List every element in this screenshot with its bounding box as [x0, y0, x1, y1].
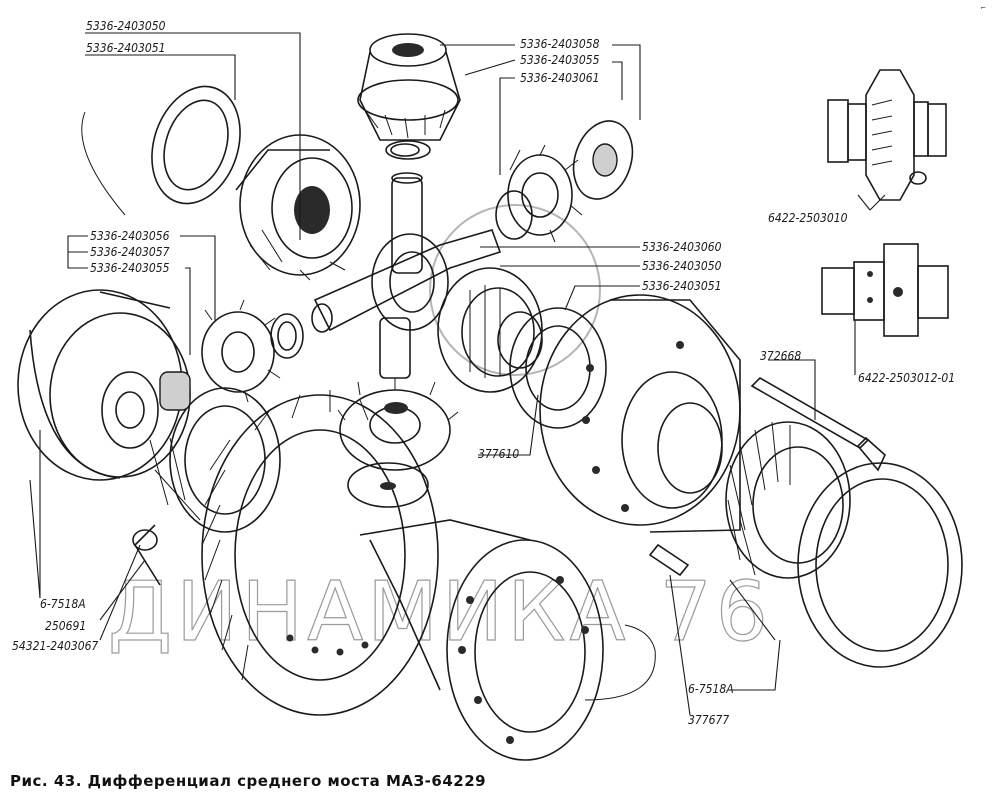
left-bearing-cone	[101, 371, 281, 533]
small-washer-left	[270, 313, 304, 359]
differential-spider	[311, 172, 502, 379]
part-label: 5336-2403051	[642, 279, 721, 293]
housing-bolt	[750, 377, 886, 472]
dowel-pin	[648, 543, 690, 577]
watermark-text: ДИНАМИКА 76	[108, 565, 772, 660]
hub-gear-left-lower	[132, 524, 161, 586]
assembly-6422-2503012-01	[821, 243, 949, 337]
assembly-6422-2503010	[827, 69, 947, 201]
side-gear-top-left	[235, 134, 361, 281]
thrust-washer-top-left	[81, 85, 241, 216]
corner-mark: ⌐	[980, 4, 986, 12]
leader-lines	[29, 32, 886, 716]
part-label: 5336-2403050	[642, 259, 722, 273]
part-label: 5336-2403050	[86, 19, 166, 33]
satellite-gear-top	[357, 33, 461, 160]
part-label: 372668	[760, 349, 801, 363]
part-label: 5336-2403051	[86, 41, 165, 55]
right-bearing-cup	[797, 462, 963, 668]
pinion-bearing-center	[437, 267, 607, 429]
differential-housing-right	[539, 294, 741, 533]
watermark-ring	[429, 204, 601, 376]
part-label: 377677	[688, 713, 729, 727]
right-bearing-cone	[725, 421, 851, 579]
part-label: 54321-2403067	[12, 639, 98, 653]
part-label: 5336-2403057	[90, 245, 170, 259]
satellite-gear-center	[337, 378, 459, 508]
part-label: 6422-2503010	[768, 211, 848, 225]
part-label: 5336-2403060	[642, 240, 722, 254]
part-labels: 5336-2403050 5336-2403051 5336-2403058 5…	[12, 19, 955, 727]
part-label: 5336-2403055	[90, 261, 170, 275]
part-label: 5336-2403055	[520, 53, 600, 67]
crown-gear	[201, 390, 439, 716]
part-label: 5336-2403056	[90, 229, 170, 243]
small-washer-top	[390, 143, 420, 157]
part-label: 5336-2403058	[520, 37, 600, 51]
part-label: 6-7518А	[40, 597, 86, 611]
part-label: 377610	[478, 447, 519, 461]
satellite-gear-right	[495, 120, 634, 243]
part-label: 6422-2503012-01	[858, 371, 955, 385]
differential-cup-bottom	[359, 519, 656, 761]
satellite-gear-left	[201, 299, 281, 403]
part-label: 6-7518А	[688, 682, 734, 696]
part-label: 5336-2403061	[520, 71, 599, 85]
figure-caption: Рис. 43. Дифференциал среднего моста МАЗ…	[10, 772, 487, 790]
part-label: 250691	[45, 619, 86, 633]
